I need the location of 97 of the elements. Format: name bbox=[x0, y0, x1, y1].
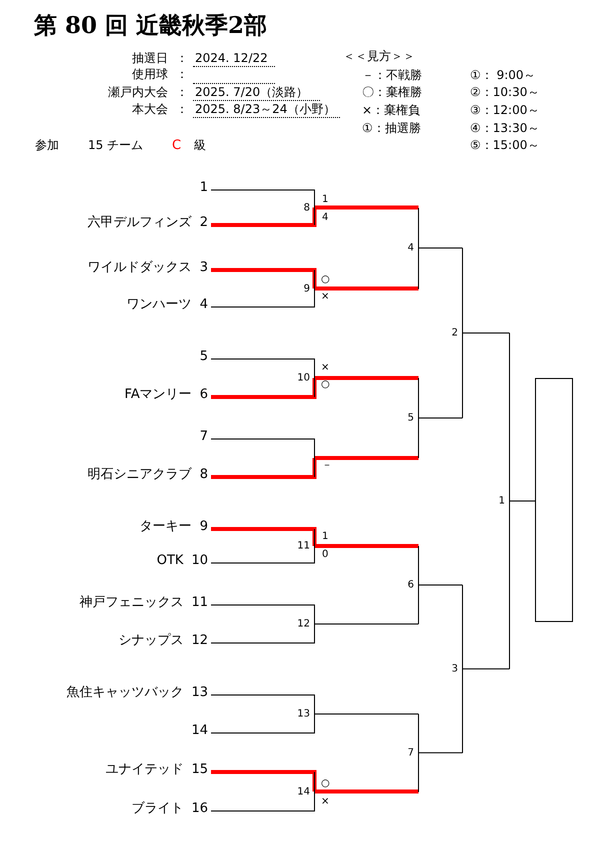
seed-number: 1 bbox=[200, 180, 208, 194]
match-number: 3 bbox=[452, 663, 458, 674]
separator: ： bbox=[176, 51, 188, 66]
bracket-line bbox=[211, 527, 316, 546]
separator: ： bbox=[176, 85, 188, 100]
score-mark: 4 bbox=[322, 212, 328, 224]
bracket-line bbox=[462, 332, 510, 334]
seed-number: 13 bbox=[191, 684, 208, 700]
separator: ： bbox=[176, 102, 188, 116]
legend-heading: ＜＜見方＞＞ bbox=[343, 49, 415, 64]
bracket-line bbox=[418, 584, 463, 586]
score-mark: × bbox=[321, 796, 330, 808]
bracket-line bbox=[315, 790, 418, 794]
seed-number: 4 bbox=[200, 296, 208, 312]
field-label: 級 bbox=[194, 138, 206, 152]
bracket-line bbox=[315, 456, 418, 460]
match-number: 2 bbox=[452, 328, 458, 338]
seed-number: 10 bbox=[191, 552, 208, 568]
seed-number: 9 bbox=[200, 518, 208, 534]
seed-number: 12 bbox=[191, 632, 208, 648]
seed-number: 16 bbox=[191, 800, 208, 816]
match-number: 6 bbox=[408, 580, 414, 590]
seed-number: 3 bbox=[200, 260, 208, 274]
bracket-line bbox=[211, 268, 316, 288]
match-number: 10 bbox=[297, 372, 310, 384]
field-value: 2025. 8/23～24（小野） bbox=[195, 102, 336, 116]
score-mark: 0 bbox=[322, 549, 328, 561]
match-number: 13 bbox=[297, 708, 310, 720]
time-slot: ⑤：15:00～ bbox=[470, 138, 540, 152]
seed-number: 7 bbox=[200, 428, 208, 444]
field-label: 参加 bbox=[35, 138, 59, 152]
time-slot: ④：13:30～ bbox=[470, 121, 540, 136]
score-mark: × bbox=[321, 291, 330, 303]
team-count: 15 チーム bbox=[88, 138, 144, 152]
match-number: 12 bbox=[297, 618, 310, 630]
legend-entry: －：不戦勝 bbox=[362, 68, 422, 82]
match-number: 14 bbox=[297, 786, 310, 797]
field-label: 本大会 bbox=[132, 102, 168, 116]
bracket-line bbox=[211, 378, 316, 399]
bracket-line bbox=[462, 668, 510, 670]
team-name: FAマンリー bbox=[124, 386, 192, 403]
field-label: 使用球 bbox=[132, 67, 168, 82]
team-name: 明石シニアクラブ bbox=[88, 466, 192, 483]
match-number: 1 bbox=[498, 495, 505, 506]
score-mark: 1 bbox=[322, 531, 328, 543]
score-mark: ○ bbox=[321, 274, 330, 286]
legend-entry: ×：棄権負 bbox=[362, 103, 420, 118]
time-slot: ①： 9:00～ bbox=[470, 68, 536, 82]
match-number: 7 bbox=[408, 747, 414, 758]
bracket-line bbox=[211, 770, 316, 792]
bracket-line bbox=[315, 544, 418, 548]
team-name: シナップス bbox=[118, 632, 184, 649]
field-label: 瀬戸内大会 bbox=[108, 85, 168, 100]
team-name: ワイルドダックス bbox=[88, 259, 192, 276]
team-name: ワンハーツ bbox=[126, 296, 192, 313]
match-number: 9 bbox=[304, 283, 310, 294]
match-number: 11 bbox=[297, 540, 310, 552]
bracket-line bbox=[510, 500, 536, 502]
match-number: 5 bbox=[408, 412, 414, 424]
time-slot: ②：10:30～ bbox=[470, 85, 540, 100]
bracket-line bbox=[211, 208, 316, 227]
team-name: 六甲デルフィンズ bbox=[88, 214, 192, 231]
separator: ： bbox=[176, 67, 188, 82]
seed-number: 8 bbox=[200, 466, 208, 482]
score-mark: × bbox=[321, 362, 330, 374]
bracket-line bbox=[315, 286, 418, 290]
time-slot: ③：12:00～ bbox=[470, 103, 540, 118]
seed-number: 14 bbox=[191, 722, 208, 738]
team-name: 魚住キャッツバック bbox=[66, 684, 184, 701]
seed-number: 6 bbox=[200, 386, 208, 402]
score-mark: ○ bbox=[321, 778, 330, 790]
score-mark: － bbox=[322, 460, 332, 472]
score-mark: 1 bbox=[322, 194, 328, 206]
team-name: 神戸フェニックス bbox=[79, 594, 184, 611]
legend-entry: ①：抽選勝 bbox=[362, 121, 421, 136]
winner-box bbox=[535, 378, 573, 622]
bracket-line bbox=[211, 458, 316, 479]
team-name: ターキー bbox=[140, 518, 192, 535]
legend-entry: 〇：棄権勝 bbox=[362, 85, 422, 100]
team-name: OTK bbox=[156, 552, 184, 568]
seed-number: 2 bbox=[200, 214, 208, 230]
bracket-line bbox=[315, 206, 418, 210]
seed-number: 5 bbox=[200, 348, 208, 364]
bracket-line bbox=[418, 752, 463, 754]
class-grade: C bbox=[172, 138, 182, 154]
seed-number: 15 bbox=[191, 762, 208, 776]
team-name: ユナイテッド bbox=[105, 761, 184, 778]
field-value: 2024. 12/22 bbox=[195, 51, 268, 66]
seed-number: 11 bbox=[191, 594, 208, 610]
bracket-line bbox=[315, 376, 418, 380]
match-number: 8 bbox=[304, 202, 310, 213]
field-label: 抽選日 bbox=[132, 51, 168, 66]
match-number: 4 bbox=[408, 242, 414, 254]
team-name: ブライト bbox=[131, 800, 184, 817]
page-title: 第 80 回 近畿秋季2部 bbox=[34, 11, 268, 41]
score-mark: ○ bbox=[321, 379, 330, 391]
field-value: 2025. 7/20（淡路） bbox=[195, 85, 308, 100]
